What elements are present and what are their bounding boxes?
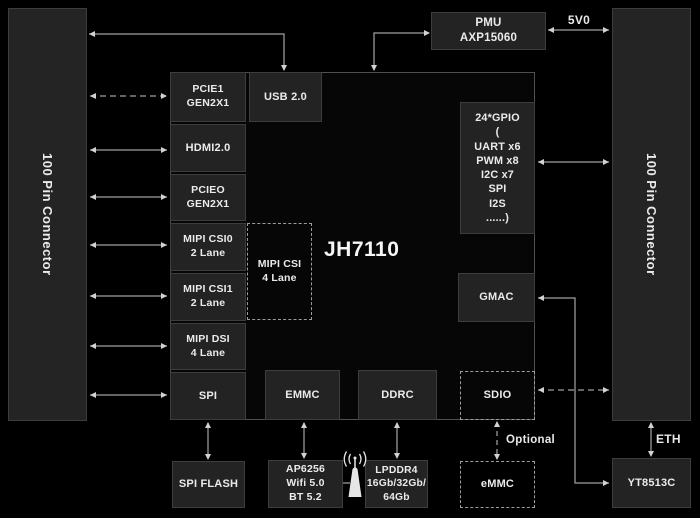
block-lpddr4: LPDDR4 16Gb/32Gb/ 64Gb bbox=[365, 460, 428, 508]
block-mipi-csi1: MIPI CSI1 2 Lane bbox=[170, 273, 246, 321]
line-connector-to-usb bbox=[89, 33, 285, 70]
block-usb2: USB 2.0 bbox=[249, 72, 322, 122]
label-optional: Optional bbox=[506, 434, 556, 446]
chip-title: JH7110 bbox=[324, 238, 400, 261]
block-emmc-optional: eMMC bbox=[460, 461, 535, 508]
block-gpio: 24*GPIO ( UART x6 PWM x8 I2C x7 SPI I2S … bbox=[460, 102, 535, 234]
block-pcie0: PCIEO GEN2X1 bbox=[170, 174, 246, 221]
block-mipi-dsi: MIPI DSI 4 Lane bbox=[170, 323, 246, 370]
line-pmu-to-chip bbox=[373, 32, 429, 70]
block-spi-flash: SPI FLASH bbox=[172, 461, 245, 508]
block-mipi-csi-4lane-optional: MIPI CSI 4 Lane bbox=[247, 223, 312, 320]
block-emmc-controller: EMMC bbox=[265, 370, 340, 420]
block-hdmi2: HDMI2.0 bbox=[170, 124, 246, 172]
block-pmu-axp15060: PMU AXP15060 bbox=[431, 12, 546, 50]
block-gmac: GMAC bbox=[458, 273, 535, 322]
left-100pin-connector: 100 Pin Connector bbox=[8, 8, 87, 421]
right-100pin-connector: 100 Pin Connector bbox=[612, 8, 691, 421]
block-ddrc: DDRC bbox=[358, 370, 437, 420]
line-gmac-to-phy bbox=[538, 297, 609, 484]
block-ap6256-wifi: AP6256 Wifi 5.0 BT 5.2 bbox=[268, 460, 343, 508]
label-5v0: 5V0 bbox=[567, 13, 591, 27]
block-yt8513c-phy: YT8513C bbox=[612, 458, 691, 508]
label-eth: ETH bbox=[656, 432, 681, 446]
block-pcie1: PCIE1 GEN2X1 bbox=[170, 72, 246, 122]
block-spi: SPI bbox=[170, 372, 246, 420]
block-sdio-optional: SDIO bbox=[460, 371, 535, 420]
wifi-antenna-icon bbox=[343, 451, 367, 497]
block-mipi-csi0: MIPI CSI0 2 Lane bbox=[170, 223, 246, 271]
